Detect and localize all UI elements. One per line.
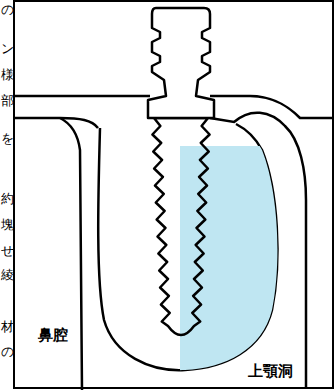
text-fragment: 塊 xyxy=(1,218,14,231)
region-label: 鼻腔 xyxy=(38,328,68,343)
implant-abutment xyxy=(148,8,214,118)
nasal-wall xyxy=(60,118,82,390)
figure-frame xyxy=(14,1,333,388)
text-fragment: の xyxy=(1,345,14,358)
text-fragment: の xyxy=(1,3,14,16)
region-label: 上顎洞 xyxy=(248,364,293,379)
text-fragment: せ xyxy=(1,244,14,257)
text-fragment: 約 xyxy=(1,192,14,205)
text-fragment: 部 xyxy=(1,94,14,107)
text-fragment: を xyxy=(1,132,14,145)
bone-line xyxy=(14,95,150,98)
text-fragment: 様 xyxy=(1,68,14,81)
text-fragment: 綾 xyxy=(1,268,14,281)
implant-outline xyxy=(152,118,209,335)
text-fragment: 材 xyxy=(1,320,14,333)
bone-line xyxy=(14,118,98,128)
bone-graft xyxy=(180,146,290,386)
text-fragment: ン xyxy=(1,42,14,55)
